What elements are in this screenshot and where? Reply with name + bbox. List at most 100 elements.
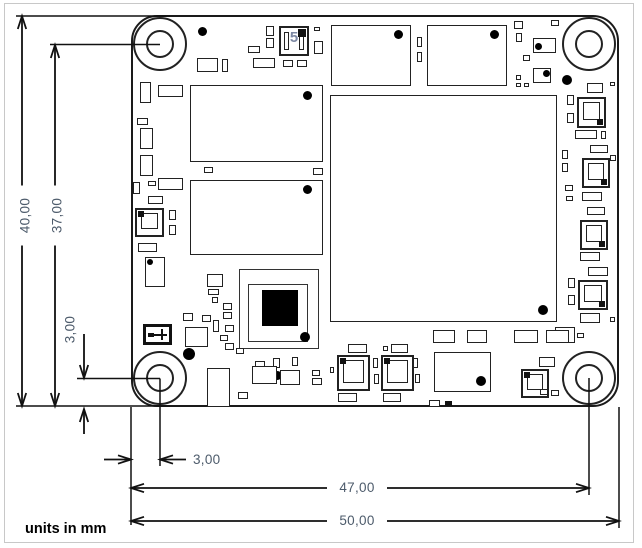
image-frame-border <box>4 3 634 543</box>
component-ind <box>582 158 610 188</box>
component-ind <box>577 97 606 128</box>
component-pass <box>297 60 307 67</box>
component-pass <box>582 192 602 201</box>
component-pass <box>212 297 218 303</box>
dim-label-board-width: 50,00 <box>327 513 387 528</box>
component-ic <box>280 370 300 385</box>
component-pass <box>236 348 244 354</box>
component-pass <box>338 393 357 402</box>
component-pass <box>539 357 555 367</box>
component-pass <box>312 370 320 376</box>
component-pass <box>567 113 574 123</box>
component-ind <box>580 220 608 250</box>
component-pass <box>580 313 600 323</box>
component-ic <box>197 58 218 72</box>
component-ic <box>158 178 183 190</box>
component-pass <box>348 344 367 353</box>
component-pass <box>391 344 408 353</box>
component-pass <box>207 274 223 287</box>
component-pass <box>137 118 148 125</box>
component-ind <box>521 369 549 398</box>
component-pass <box>610 317 615 322</box>
component-pass <box>314 27 320 31</box>
component-pass <box>590 145 608 153</box>
component-dot <box>303 91 312 100</box>
component-pass <box>516 33 522 42</box>
component-pass <box>580 252 600 261</box>
component-fill <box>445 401 452 406</box>
component-osc: 5 <box>279 26 309 56</box>
units-note: units in mm <box>25 521 107 537</box>
component-pass <box>238 392 248 399</box>
component-ind <box>135 208 164 237</box>
component-pass <box>551 20 559 26</box>
dim-label-board-height: 40,00 <box>17 185 33 246</box>
component-pass <box>222 59 228 72</box>
component-pass <box>567 95 574 105</box>
component-hole <box>562 351 616 405</box>
component-ind <box>381 355 414 391</box>
component-hole <box>133 17 187 71</box>
component-pass <box>565 185 573 191</box>
component-pass <box>138 243 157 252</box>
component-pass <box>158 85 183 97</box>
component-ind <box>337 355 370 391</box>
bga-die <box>262 290 298 326</box>
component-pass <box>213 320 219 332</box>
component-dot <box>543 70 550 77</box>
component-pass <box>415 374 420 383</box>
component-ic <box>207 368 230 407</box>
component-pass <box>413 358 418 368</box>
dim-label-hole-to-bottom: 37,00 <box>49 185 65 246</box>
component-pass <box>577 333 584 338</box>
component-pass <box>225 325 234 332</box>
component-cross <box>143 324 172 345</box>
component-pass <box>551 390 559 396</box>
component-pass <box>524 83 529 87</box>
component-ind <box>578 280 608 310</box>
component-pass <box>208 289 219 295</box>
component-pass <box>587 207 605 215</box>
component-ic <box>140 82 151 103</box>
component-pass <box>429 400 440 407</box>
component-dot <box>183 348 195 360</box>
component-ic <box>252 366 277 384</box>
component-pass <box>514 330 538 343</box>
component-pass <box>148 181 156 186</box>
component-ic <box>253 58 275 68</box>
component-pass <box>383 346 388 351</box>
component-dot <box>147 259 153 265</box>
component-pass <box>467 330 487 343</box>
oscillator-label: 5 <box>289 29 299 46</box>
component-bga <box>239 269 319 349</box>
component-dot <box>535 43 542 50</box>
component-pass <box>314 41 323 54</box>
component-pass <box>568 278 575 288</box>
component-dot <box>303 185 312 194</box>
component-pass <box>148 196 163 204</box>
component-pass <box>523 55 530 61</box>
hole-inner-ring <box>575 30 603 58</box>
component-ic <box>330 95 557 322</box>
component-pass <box>313 168 323 175</box>
component-pass <box>225 343 234 350</box>
component-pass <box>516 83 521 87</box>
dim-label-hole-offset-left: 3,00 <box>191 452 223 467</box>
component-pass <box>266 26 274 36</box>
component-hole <box>562 17 616 71</box>
component-pass <box>575 130 597 139</box>
component-dot <box>538 305 548 315</box>
hole-inner-ring <box>575 364 603 392</box>
component-pass <box>568 295 575 305</box>
component-dot <box>562 75 572 85</box>
component-pass <box>133 182 140 194</box>
component-dot <box>394 30 403 39</box>
component-pass <box>374 374 379 384</box>
component-pass <box>417 52 422 62</box>
component-ic <box>140 155 153 176</box>
hole-inner-ring <box>146 364 174 392</box>
component-pass <box>183 313 193 321</box>
component-ic <box>190 180 323 255</box>
component-pass <box>169 210 176 220</box>
